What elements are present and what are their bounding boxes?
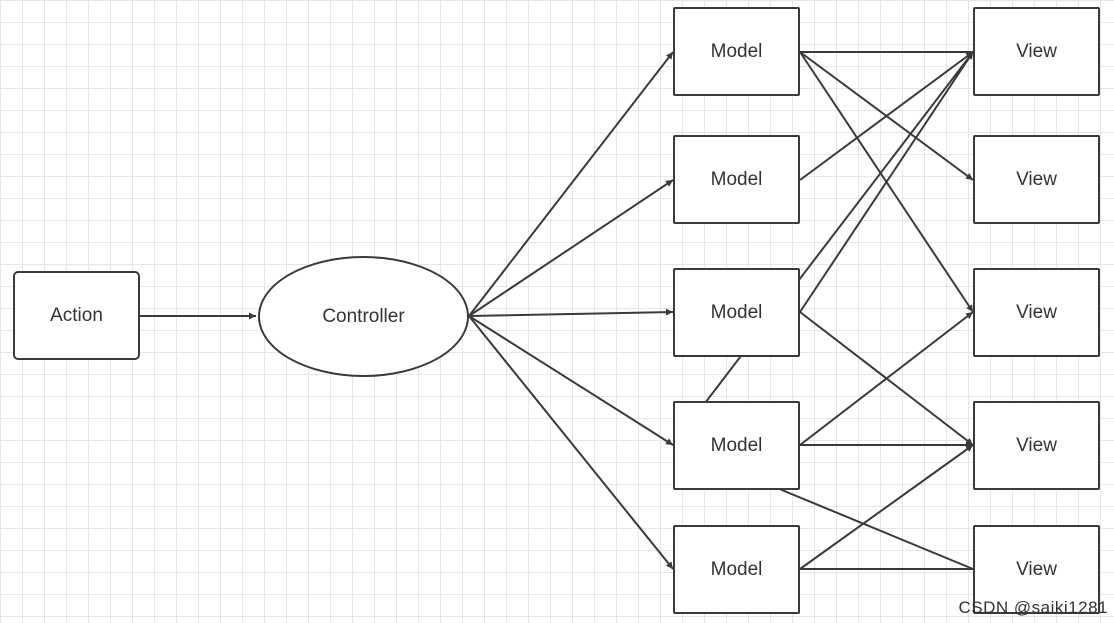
model-label: Model (710, 168, 763, 190)
controller-node: Controller (258, 256, 469, 377)
action-label: Action (50, 304, 103, 326)
controller-label: Controller (322, 305, 405, 327)
edge-view-1-to-model-4 (672, 51, 974, 446)
edge-controller-to-model-4 (468, 315, 674, 446)
view-label: View (1016, 558, 1057, 580)
view-label: View (1016, 434, 1057, 456)
model-node-3: Model (673, 268, 800, 357)
edge-model-2-to-view-1 (799, 51, 974, 181)
edge-model-4-to-view-3 (799, 311, 974, 446)
view-node-5: View (973, 525, 1100, 614)
csdn-watermark: CSDN @saiki1281 (958, 598, 1108, 617)
model-label: Model (710, 301, 763, 323)
model-node-5: Model (673, 525, 800, 614)
model-label: Model (710, 434, 763, 456)
view-label: View (1016, 40, 1057, 62)
model-label: Model (710, 40, 763, 62)
edge-controller-to-model-1 (468, 51, 674, 317)
model-node-2: Model (673, 135, 800, 224)
edge-model-3-to-view-1 (799, 51, 974, 313)
edge-controller-to-model-5 (468, 315, 674, 570)
view-node-4: View (973, 401, 1100, 490)
model-node-4: Model (673, 401, 800, 490)
edge-model-5-to-view-4 (799, 444, 974, 570)
view-node-3: View (973, 268, 1100, 357)
action-node: Action (13, 271, 140, 360)
view-label: View (1016, 168, 1057, 190)
model-node-1: Model (673, 7, 800, 96)
view-node-1: View (973, 7, 1100, 96)
model-label: Model (710, 558, 763, 580)
view-label: View (1016, 301, 1057, 323)
edge-controller-to-model-2 (468, 179, 674, 317)
edge-controller-to-model-3 (468, 308, 674, 317)
view-node-2: View (973, 135, 1100, 224)
